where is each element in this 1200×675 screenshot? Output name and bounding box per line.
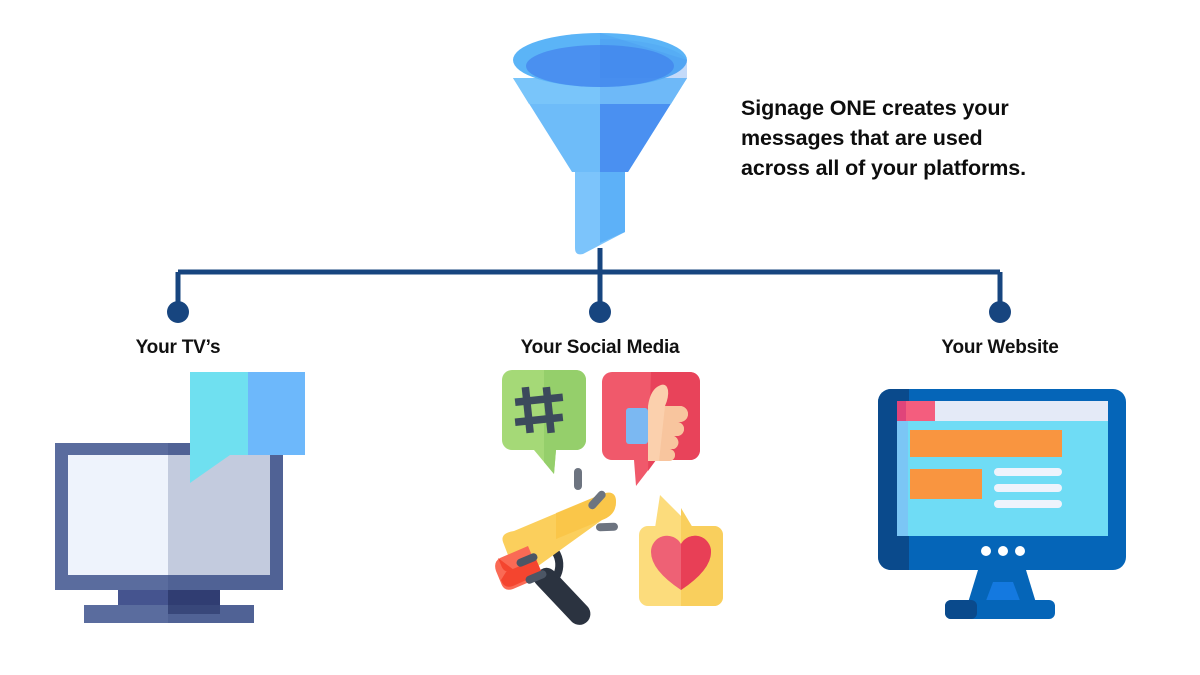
connector-dot-tv bbox=[167, 301, 189, 323]
funnel-right-shade bbox=[600, 33, 687, 172]
funnel-rim-inner bbox=[526, 45, 674, 87]
tv-speech-bubble-shadow bbox=[248, 372, 305, 455]
hashtag-glyph bbox=[514, 386, 564, 434]
branch-label-tv: Your TV’s bbox=[135, 337, 221, 358]
like-bubble-icon bbox=[602, 372, 700, 486]
megaphone-handle bbox=[533, 567, 591, 625]
megaphone-tip-shadow-2 bbox=[501, 559, 542, 587]
thumb-cuff bbox=[626, 408, 648, 444]
website-hero-block bbox=[910, 430, 1062, 457]
branch-label-website: Your Website bbox=[941, 337, 1059, 358]
website-tab-shadow bbox=[897, 401, 906, 421]
branch-label-social: Your Social Media bbox=[520, 337, 680, 358]
website-text-line-3 bbox=[994, 500, 1062, 508]
website-tab bbox=[897, 401, 935, 421]
website-dot-3 bbox=[1015, 546, 1025, 556]
megaphone-sound-lines bbox=[574, 468, 618, 532]
website-dot-1 bbox=[981, 546, 991, 556]
funnel-band bbox=[513, 78, 687, 104]
megaphone-cone-shadow bbox=[556, 492, 616, 539]
website-side-block bbox=[910, 469, 982, 499]
connector-dot-social bbox=[589, 301, 611, 323]
megaphone-tip-shadow bbox=[498, 558, 541, 572]
headline-text: Signage ONE creates your messages that a… bbox=[741, 96, 1027, 180]
megaphone-grip-1 bbox=[516, 553, 538, 567]
website-dot-2 bbox=[998, 546, 1008, 556]
heart-glyph-shadow bbox=[681, 535, 712, 590]
funnel-spout-shadow bbox=[600, 160, 625, 243]
tv-stand-base bbox=[84, 605, 254, 623]
connector-dot-website bbox=[989, 301, 1011, 323]
thumb-hand-shadow bbox=[659, 406, 688, 461]
hashtag-bubble-icon bbox=[502, 370, 586, 474]
website-screen-edge bbox=[897, 401, 908, 536]
megaphone-grip-2 bbox=[525, 570, 547, 584]
website-header-bar bbox=[908, 401, 1108, 421]
megaphone-icon bbox=[495, 468, 618, 625]
website-text-line-1 bbox=[994, 468, 1062, 476]
website-stand-base-shadow bbox=[945, 600, 977, 619]
website-text-line-2 bbox=[994, 484, 1062, 492]
tv-shadow-overlay bbox=[168, 443, 283, 623]
heart-bubble-icon bbox=[639, 495, 723, 606]
tv-screen bbox=[68, 455, 270, 575]
